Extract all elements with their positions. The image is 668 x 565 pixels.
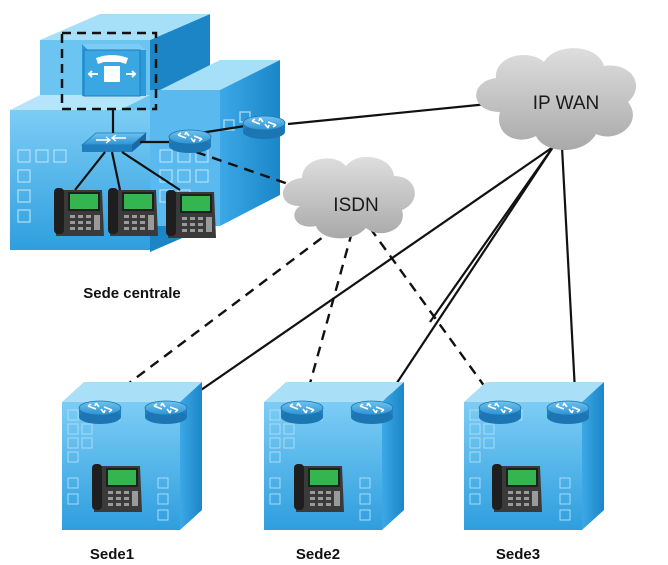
isdn-links [99,150,499,406]
isdn-label: ISDN [333,195,378,216]
router-icon [546,400,590,425]
ip-phone-icon [492,464,542,512]
branch2-label: Sede2 [296,546,340,563]
router-icon [168,129,212,154]
router-icon [78,400,122,425]
router-icon [242,115,286,140]
isdn-cloud-icon: ISDN [282,156,415,239]
ipwan-label: IP WAN [533,93,600,114]
router-icon [280,400,324,425]
ip-phone-icon [166,190,216,238]
router-icon [144,400,188,425]
call-manager-icon [60,31,158,111]
branch3-label: Sede3 [496,546,540,563]
branch1-label: Sede1 [90,546,134,563]
router-icon [478,400,522,425]
switch-icon [80,132,148,152]
hq-label: Sede centrale [83,285,181,302]
ipwan-cloud-icon: IP WAN [476,48,637,150]
ip-phone-icon [294,464,344,512]
router-icon [350,400,394,425]
ip-phone-icon [54,188,104,236]
ip-phone-icon [92,464,142,512]
ip-phone-icon [108,188,158,236]
